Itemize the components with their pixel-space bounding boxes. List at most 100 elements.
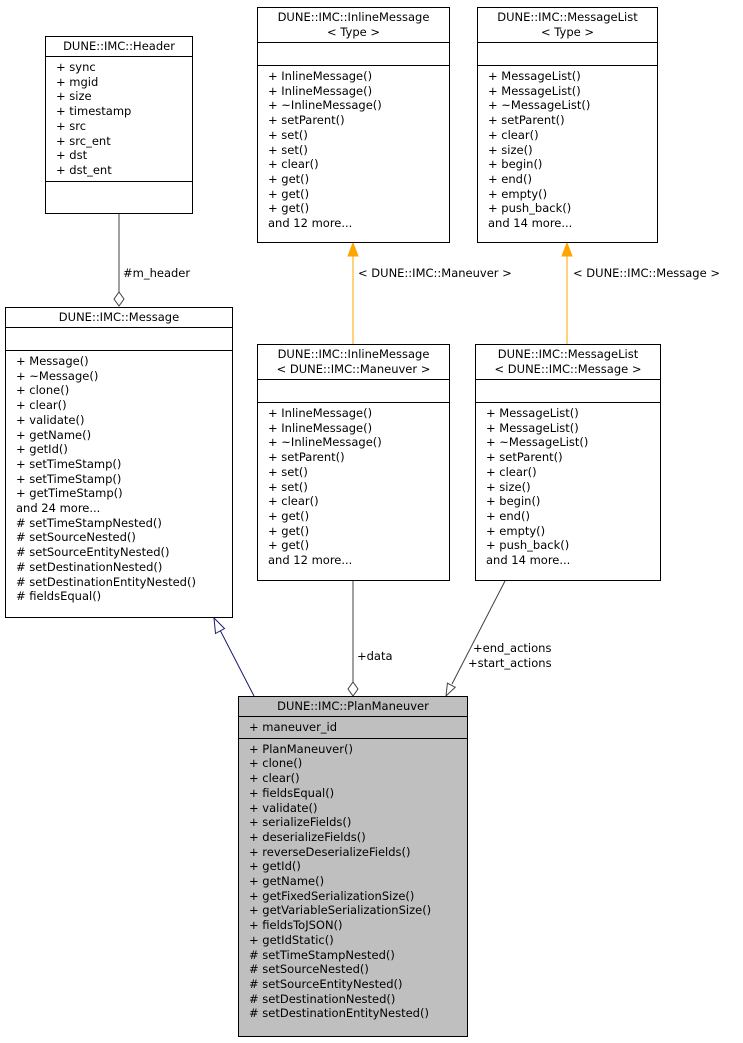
- method-row: + validate(): [16, 412, 85, 427]
- method-row: + fieldsEqual(): [249, 785, 335, 800]
- method-row: + getName(): [249, 874, 325, 889]
- method-row: # setDestinationEntityNested(): [16, 574, 196, 589]
- class-box-inline-message-maneuver[interactable]: DUNE::IMC::InlineMessage < DUNE::IMC::Ma…: [257, 344, 450, 581]
- method-row: # setSourceNested(): [249, 962, 369, 977]
- title-line: DUNE::IMC::InlineMessage: [277, 347, 430, 361]
- methods-section: [46, 180, 192, 204]
- method-row: + InlineMessage(): [268, 83, 373, 98]
- class-box-message[interactable]: DUNE::IMC::Message + Message()+ ~Message…: [5, 307, 233, 618]
- method-row: + getTimeStamp(): [16, 486, 123, 501]
- method-row: + end(): [486, 508, 530, 523]
- method-row: + size(): [486, 479, 531, 494]
- method-row: + getId(): [249, 859, 301, 874]
- attribute-row: + mgid: [56, 74, 99, 89]
- method-row: + get(): [268, 538, 310, 553]
- method-row: + set(): [268, 142, 308, 157]
- title-line: DUNE::IMC::Message: [58, 310, 180, 324]
- class-box-inline-message-template[interactable]: DUNE::IMC::InlineMessage < Type > + Inli…: [257, 7, 450, 243]
- attribute-row: + src: [56, 118, 87, 133]
- class-title: DUNE::IMC::MessageList < DUNE::IMC::Mess…: [476, 345, 660, 379]
- methods-section: + MessageList()+ MessageList()+ ~Message…: [476, 402, 660, 571]
- method-row: + fieldsToJSON(): [249, 918, 343, 933]
- method-row: and 24 more...: [16, 501, 101, 516]
- method-row: + setParent(): [486, 450, 563, 465]
- class-title: DUNE::IMC::InlineMessage < DUNE::IMC::Ma…: [258, 345, 449, 379]
- attributes-section: [476, 379, 660, 402]
- method-row: + MessageList(): [486, 420, 579, 435]
- method-row: # setTimeStampNested(): [249, 947, 395, 962]
- edge-label-data: +data: [357, 649, 393, 663]
- class-box-plan-maneuver[interactable]: DUNE::IMC::PlanManeuver + maneuver_id + …: [238, 696, 468, 1037]
- edge-inheritance: [219, 629, 255, 697]
- class-title: DUNE::IMC::InlineMessage < Type >: [258, 8, 449, 42]
- method-row: + getVariableSerializationSize(): [249, 903, 432, 918]
- method-row: + reverseDeserializeFields(): [249, 844, 411, 859]
- method-row: + clear(): [268, 157, 319, 172]
- method-row: + get(): [268, 523, 310, 538]
- method-row: + ~MessageList(): [486, 435, 589, 450]
- class-title: DUNE::IMC::PlanManeuver: [239, 697, 467, 716]
- methods-section: + PlanManeuver()+ clone()+ clear()+ fiel…: [239, 737, 467, 1024]
- attributes-section: [478, 42, 657, 65]
- class-box-message-list-message[interactable]: DUNE::IMC::MessageList < DUNE::IMC::Mess…: [475, 344, 661, 581]
- title-line: DUNE::IMC::MessageList: [497, 347, 639, 361]
- method-row: + ~InlineMessage(): [268, 98, 382, 113]
- method-row: + set(): [268, 464, 308, 479]
- method-row: + serializeFields(): [249, 815, 352, 830]
- class-box-header[interactable]: DUNE::IMC::Header + sync+ mgid+ size+ ti…: [45, 36, 193, 214]
- method-row: + InlineMessage(): [268, 69, 373, 83]
- method-row: + push_back(): [488, 201, 572, 216]
- title-line: DUNE::IMC::PlanManeuver: [277, 699, 429, 713]
- title-line: DUNE::IMC::Header: [63, 39, 175, 53]
- method-row: + Message(): [16, 354, 89, 368]
- method-row: + MessageList(): [488, 69, 581, 83]
- method-row: + setTimeStamp(): [16, 471, 122, 486]
- template-parameter: < Type >: [327, 25, 380, 39]
- method-row: + setParent(): [268, 450, 345, 465]
- edge-label-start-actions: +start_actions: [468, 656, 552, 670]
- class-box-message-list-template[interactable]: DUNE::IMC::MessageList < Type > + Messag…: [477, 7, 658, 243]
- method-row: + get(): [268, 171, 310, 186]
- method-row: + clone(): [249, 756, 303, 771]
- class-title: DUNE::IMC::Message: [6, 308, 232, 327]
- attribute-row: + dst: [56, 148, 88, 163]
- method-row: + clear(): [488, 127, 539, 142]
- method-row: + set(): [268, 479, 308, 494]
- method-row: # setTimeStampNested(): [16, 515, 162, 530]
- method-row: + clear(): [249, 771, 300, 786]
- title-line: DUNE::IMC::MessageList: [497, 10, 638, 24]
- method-row: + end(): [488, 171, 532, 186]
- method-row: # setSourceEntityNested(): [249, 976, 403, 991]
- attributes-section: [258, 42, 449, 65]
- method-row: + begin(): [486, 494, 541, 509]
- method-row: + get(): [268, 186, 310, 201]
- method-row: + ~MessageList(): [488, 98, 591, 113]
- method-row: + getIdStatic(): [249, 932, 334, 947]
- template-arrowhead-message: [561, 241, 573, 257]
- composition-diamond-actions: [445, 682, 457, 698]
- attributes-section: [6, 327, 232, 350]
- methods-section: + Message()+ ~Message()+ clone()+ clear(…: [6, 350, 232, 607]
- method-row: + ~Message(): [16, 368, 99, 383]
- template-parameter: < Type >: [541, 25, 594, 39]
- method-row: + clear(): [16, 398, 67, 413]
- method-row: # setSourceEntityNested(): [16, 545, 170, 560]
- attributes-section: + sync+ mgid+ size+ timestamp+ src+ src_…: [46, 56, 192, 181]
- method-row: + deserializeFields(): [249, 829, 366, 844]
- method-row: + setParent(): [268, 113, 345, 128]
- composition-diamond-data: [347, 681, 359, 697]
- template-arrowhead-maneuver: [347, 241, 359, 257]
- method-row: and 12 more...: [268, 553, 353, 568]
- attribute-row: + maneuver_id: [249, 720, 338, 734]
- methods-section: + MessageList()+ MessageList()+ ~Message…: [478, 65, 657, 234]
- method-row: + getFixedSerializationSize(): [249, 888, 415, 903]
- attribute-row: + timestamp: [56, 104, 132, 119]
- method-row: + clear(): [486, 464, 537, 479]
- method-row: # fieldsEqual(): [16, 589, 102, 604]
- method-row: and 14 more...: [488, 216, 573, 231]
- method-row: + push_back(): [486, 538, 570, 553]
- method-row: # setDestinationNested(): [249, 991, 396, 1006]
- attribute-row: + sync: [56, 60, 96, 74]
- method-row: + setParent(): [488, 113, 565, 128]
